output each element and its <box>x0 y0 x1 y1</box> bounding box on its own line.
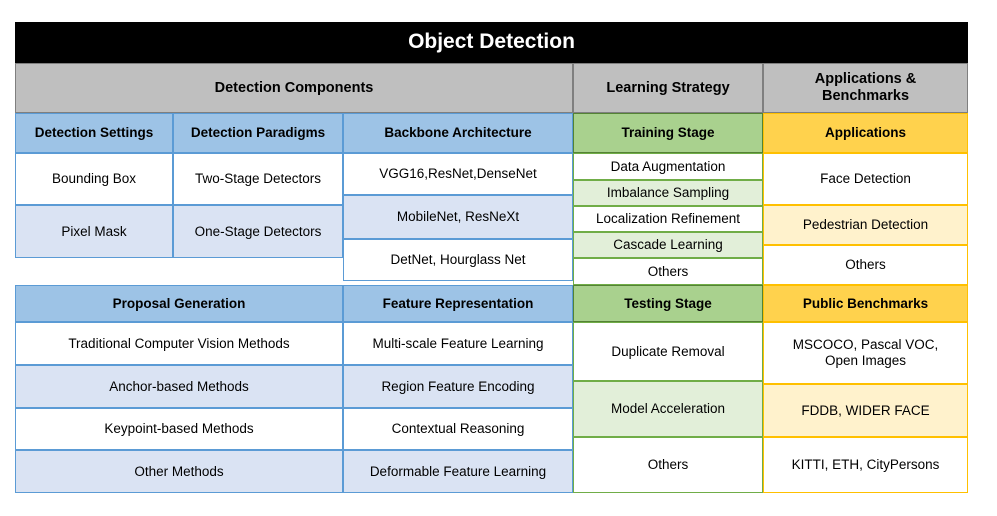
column-header-detection-paradigms: Detection Paradigms <box>173 113 343 153</box>
cell-application-2: Others <box>763 245 968 285</box>
cell-training-stage-4: Others <box>573 258 763 285</box>
cell-detection-setting-0: Bounding Box <box>15 153 173 205</box>
cell-public-benchmark-1: FDDB, WIDER FACE <box>763 384 968 437</box>
column-header-training-stage: Training Stage <box>573 113 763 153</box>
cell-public-benchmark-0: MSCOCO, Pascal VOC, Open Images <box>763 322 968 384</box>
cell-feature-representation-1: Region Feature Encoding <box>343 365 573 408</box>
cell-backbone-1: MobileNet, ResNeXt <box>343 195 573 239</box>
column-header-testing-stage: Testing Stage <box>573 285 763 322</box>
column-header-feature-representation: Feature Representation <box>343 285 573 322</box>
cell-feature-representation-0: Multi-scale Feature Learning <box>343 322 573 365</box>
group-header-detection-components: Detection Components <box>15 63 573 113</box>
cell-backbone-2: DetNet, Hourglass Net <box>343 239 573 281</box>
cell-detection-paradigm-1: One-Stage Detectors <box>173 205 343 258</box>
page-title: Object Detection <box>15 22 968 63</box>
cell-training-stage-2: Localization Refinement <box>573 206 763 232</box>
cell-proposal-generation-1: Anchor-based Methods <box>15 365 343 408</box>
column-header-public-benchmarks: Public Benchmarks <box>763 285 968 322</box>
group-header-learning-strategy: Learning Strategy <box>573 63 763 113</box>
cell-feature-representation-3: Deformable Feature Learning <box>343 450 573 493</box>
cell-backbone-0: VGG16,ResNet,DenseNet <box>343 153 573 195</box>
cell-training-stage-0: Data Augmentation <box>573 153 763 180</box>
cell-testing-stage-2: Others <box>573 437 763 493</box>
cell-proposal-generation-3: Other Methods <box>15 450 343 493</box>
group-header-applications-benchmarks: Applications & Benchmarks <box>763 63 968 113</box>
cell-proposal-generation-2: Keypoint-based Methods <box>15 408 343 450</box>
column-header-applications: Applications <box>763 113 968 153</box>
cell-proposal-generation-0: Traditional Computer Vision Methods <box>15 322 343 365</box>
cell-detection-setting-1: Pixel Mask <box>15 205 173 258</box>
cell-application-1: Pedestrian Detection <box>763 205 968 245</box>
cell-public-benchmark-2: KITTI, ETH, CityPersons <box>763 437 968 493</box>
cell-feature-representation-2: Contextual Reasoning <box>343 408 573 450</box>
column-header-proposal-generation: Proposal Generation <box>15 285 343 322</box>
column-header-detection-settings: Detection Settings <box>15 113 173 153</box>
cell-testing-stage-0: Duplicate Removal <box>573 322 763 381</box>
cell-testing-stage-1: Model Acceleration <box>573 381 763 437</box>
cell-training-stage-1: Imbalance Sampling <box>573 180 763 206</box>
cell-training-stage-3: Cascade Learning <box>573 232 763 258</box>
cell-detection-paradigm-0: Two-Stage Detectors <box>173 153 343 205</box>
object-detection-taxonomy-table: Object Detection Detection Components Le… <box>15 22 968 493</box>
cell-application-0: Face Detection <box>763 153 968 205</box>
column-header-backbone-architecture: Backbone Architecture <box>343 113 573 153</box>
